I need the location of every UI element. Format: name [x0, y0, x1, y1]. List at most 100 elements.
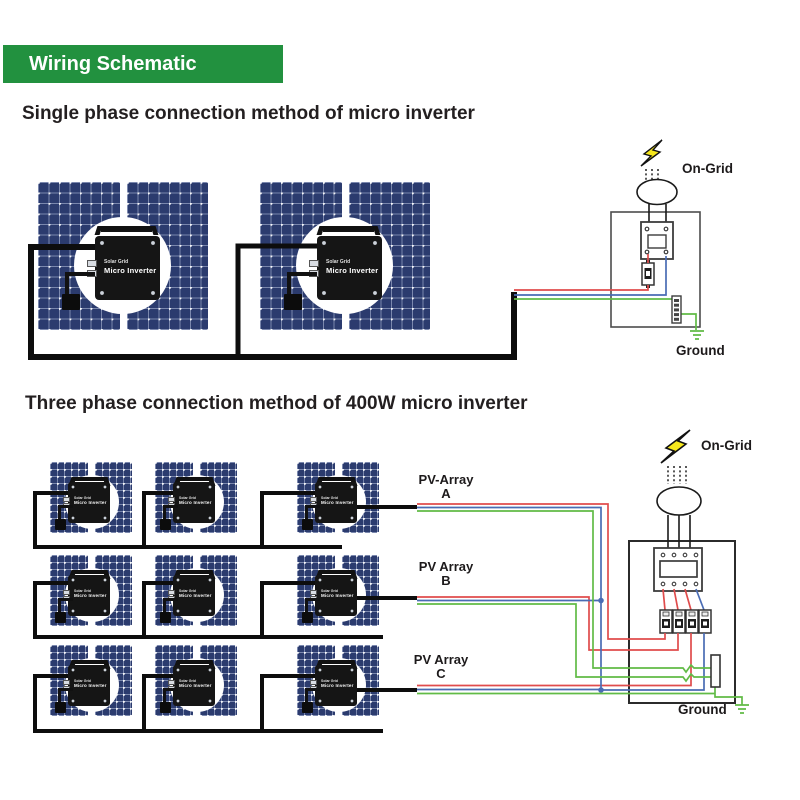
inverter-handle	[322, 570, 351, 574]
pv-array-c-line2: C	[436, 666, 446, 681]
inverter-model-label: Micro Inverter	[321, 500, 354, 505]
inverter-port	[309, 260, 319, 267]
pv-array-b-line2: B	[441, 573, 451, 588]
inverter-brand-label: Solar Grid	[74, 589, 91, 593]
ground-label-bottom: Ground	[678, 702, 727, 717]
pv-array-b-line1: PV Array	[418, 559, 474, 574]
pv-panel-unit: Solar Grid Micro Inverter	[155, 645, 238, 716]
inverter-port	[168, 590, 175, 595]
inverter-handle	[75, 477, 104, 481]
ac-cable	[58, 598, 73, 615]
meter-breaker-wire-blue	[695, 588, 705, 611]
inverter-port	[87, 260, 97, 267]
ac-cable	[287, 272, 317, 298]
pv-panel-unit: Solar Grid Micro Inverter	[297, 462, 380, 533]
terminal-strip-top	[671, 295, 682, 324]
inverter-port	[63, 497, 70, 502]
meter-top	[640, 221, 674, 260]
ground-symbol-icon-bottom	[735, 704, 749, 714]
three-phase-title: Three phase connection method of 400W mi…	[25, 393, 528, 414]
phase-wires-red	[417, 503, 692, 687]
inverter-brand-label: Solar Grid	[104, 259, 129, 265]
ac-connector-plug	[62, 294, 80, 310]
micro-inverter: Solar Grid Micro Inverter	[310, 575, 357, 616]
inverter-model-label: Micro Inverter	[104, 266, 157, 275]
ac-connector-plug	[302, 702, 313, 713]
wire-red-top	[514, 254, 649, 291]
lightning-bolt-icon-top	[640, 139, 663, 180]
ac-connector-plug	[55, 519, 66, 530]
ac-connector-plug	[160, 519, 171, 530]
ac-cable	[305, 688, 320, 705]
inverter-brand-label: Solar Grid	[179, 679, 196, 683]
inverter-brand-label: Solar Grid	[74, 496, 91, 500]
inverter-port	[63, 680, 70, 685]
pv-panel-unit: Solar Grid Micro Inverter	[155, 462, 238, 533]
wire-green-top	[514, 298, 697, 330]
pv-array-c-line1: PV Array	[413, 652, 469, 667]
micro-inverter: Solar Grid Micro Inverter	[310, 665, 357, 706]
inverter-handle	[323, 226, 374, 232]
wire-blue-top	[514, 256, 667, 296]
inverter-model-label: Micro Inverter	[179, 500, 212, 505]
breaker	[698, 609, 712, 634]
meter-breaker-wires-red	[662, 588, 692, 611]
on-grid-label-bottom: On-Grid	[701, 438, 752, 453]
ac-connector-plug	[55, 612, 66, 623]
ac-cable	[58, 688, 73, 705]
inverter-model-label: Micro Inverter	[326, 266, 379, 275]
inverter-brand-label: Solar Grid	[321, 679, 338, 683]
neutral-junction-dots	[598, 597, 604, 693]
meter-bottom	[653, 547, 703, 592]
micro-inverter: Solar Grid Micro Inverter	[168, 665, 215, 706]
inverter-port	[310, 497, 317, 502]
inverter-handle	[75, 660, 104, 664]
inverter-port	[168, 497, 175, 502]
inverter-brand-label: Solar Grid	[74, 679, 91, 683]
inverter-handle	[75, 570, 104, 574]
pv-array-a-line1: PV-Array	[418, 472, 474, 487]
pv-array-b-label: PV Array B	[414, 560, 478, 588]
ac-trunk-cable-top	[28, 243, 517, 360]
inverter-handle	[180, 477, 209, 481]
grid-connection-dashes	[667, 466, 687, 484]
inverter-handle	[322, 660, 351, 664]
micro-inverter: Solar Grid Micro Inverter	[168, 575, 215, 616]
banner-label: Wiring Schematic	[29, 53, 197, 75]
grid-transformer-top	[636, 178, 678, 222]
ac-connector-plug	[302, 519, 313, 530]
pv-panel-unit: Solar Grid Micro Inverter	[297, 555, 380, 626]
inverter-port	[310, 680, 317, 685]
ac-connector-plug	[302, 612, 313, 623]
micro-inverter: Solar Grid Micro Inverter	[63, 482, 110, 523]
pv-panel-unit: Solar Grid Micro Inverter	[155, 555, 238, 626]
ac-connector-plug	[160, 702, 171, 713]
ground-label-top: Ground	[676, 343, 725, 358]
inverter-port	[168, 680, 175, 685]
breaker	[685, 609, 699, 634]
pv-array-a-line2: A	[441, 486, 451, 501]
inverter-brand-label: Solar Grid	[179, 496, 196, 500]
lightning-bolt-icon-bottom	[660, 429, 691, 484]
inverter-brand-label: Solar Grid	[321, 589, 338, 593]
ground-symbol-icon-top	[690, 330, 704, 340]
breaker-row-bottom	[659, 609, 712, 634]
grid-connection-dashes	[645, 169, 659, 180]
ac-cable	[305, 505, 320, 522]
micro-inverter: Solar Grid Micro Inverter	[87, 236, 160, 300]
inverter-model-label: Micro Inverter	[321, 683, 354, 688]
ac-cable	[163, 505, 178, 522]
inverter-model-label: Micro Inverter	[321, 593, 354, 598]
on-grid-label-top: On-Grid	[682, 161, 733, 176]
ac-cable	[58, 505, 73, 522]
micro-inverter: Solar Grid Micro Inverter	[63, 575, 110, 616]
phase-wires-green	[417, 510, 743, 705]
pv-panel-unit: Solar Grid Micro Inverter	[260, 182, 430, 330]
inverter-port	[63, 590, 70, 595]
pv-array-a-label: PV-Array A	[414, 473, 478, 501]
section-banner: Wiring Schematic	[3, 45, 283, 83]
breaker	[659, 609, 673, 634]
breaker	[672, 609, 686, 634]
